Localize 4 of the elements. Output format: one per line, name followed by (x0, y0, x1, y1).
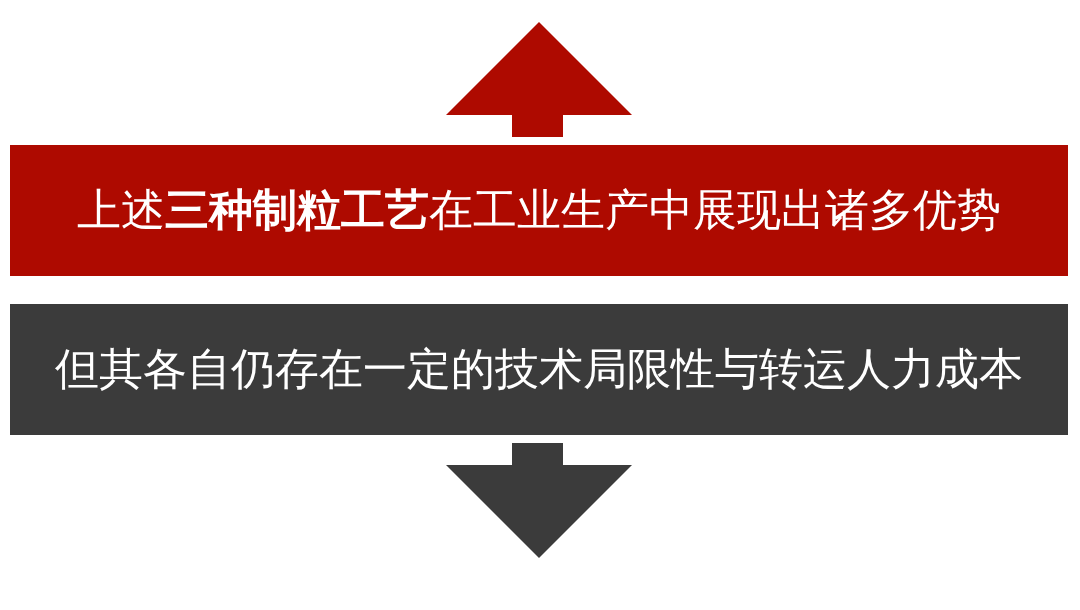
banner (10, 304, 1068, 435)
banner (10, 145, 1068, 276)
banner-text: 上述三种制粒工艺在工业生产中展现出诸多优势 (77, 184, 1001, 237)
banner-text: 但其各自仍存在一定的技术局限性与转运人力成本 (55, 343, 1023, 396)
